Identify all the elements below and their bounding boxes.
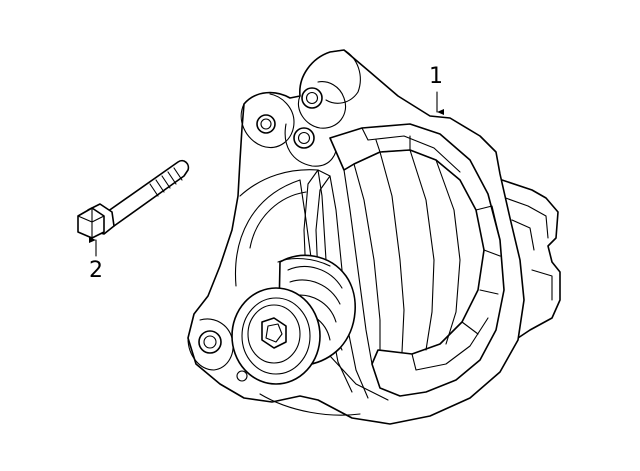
alternator-part xyxy=(187,49,561,425)
callout-2: 2 xyxy=(89,258,103,283)
pulley xyxy=(231,254,356,385)
bolt-part xyxy=(77,159,190,239)
callout-1: 1 xyxy=(429,64,443,89)
pulley-nut xyxy=(261,317,287,349)
